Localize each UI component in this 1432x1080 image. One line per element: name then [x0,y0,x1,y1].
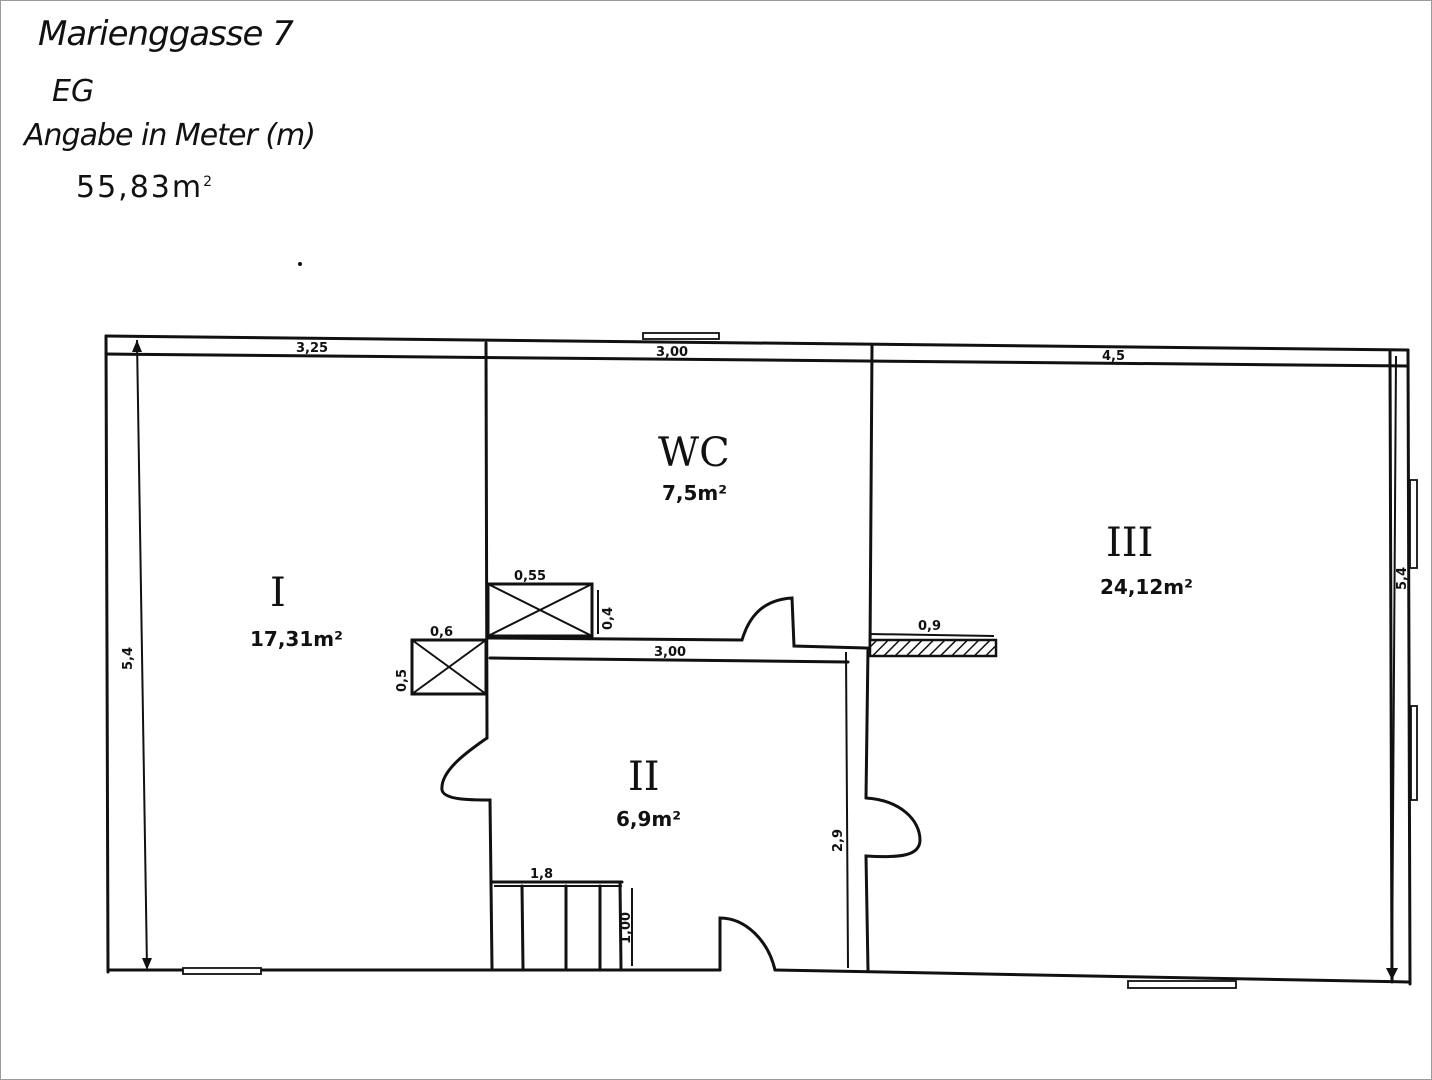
dim-left-height: 5,4 [121,647,136,670]
dim-stairs-depth: 1,00 [619,912,634,944]
dim-top-wc: 3,00 [656,345,688,360]
room-WC-area: 7,5m² [662,481,727,505]
units-note: Angabe in Meter (m) [24,118,316,153]
window-top [642,332,720,340]
floor-label: EG [52,74,95,109]
room-III-label: III [1106,520,1153,566]
dim-top-room-III: 4,5 [1102,349,1125,364]
window-bottom-left [182,967,262,975]
total-area: 55,83m2 [76,170,214,205]
dim-shaft-upper-width: 0,55 [514,569,546,584]
room-II-label: II [628,754,660,800]
room-II-area: 6,9m² [616,807,681,831]
dim-hatched-element: 0,9 [918,619,941,634]
room-I-area: 17,31m² [250,627,343,651]
dim-right-height: 5,4 [1395,567,1410,590]
window-right-upper [1409,479,1418,569]
hatched-element [868,638,998,658]
total-area-value: 55,83m [76,170,204,205]
room-I-label: I [270,570,286,616]
dim-shaft-upper-height: 0,4 [601,607,616,630]
room-III-area: 24,12m² [1100,575,1193,599]
address-title: Marienggasse 7 [38,14,294,54]
dim-shaft-lower-height: 0,5 [395,669,410,692]
shaft-upper [486,582,594,638]
dim-middle-wall: 3,00 [654,645,686,660]
room-WC-label: WC [658,430,730,476]
window-right-lower [1410,705,1418,801]
dim-top-room-I: 3,25 [296,341,328,356]
dim-stairs-width: 1,8 [530,867,553,882]
dim-room-II-height: 2,9 [831,829,846,852]
total-area-sup: 2 [203,174,215,190]
shaft-lower [410,638,488,696]
dim-shaft-lower-width: 0,6 [430,625,453,640]
window-bottom-right [1127,980,1237,989]
